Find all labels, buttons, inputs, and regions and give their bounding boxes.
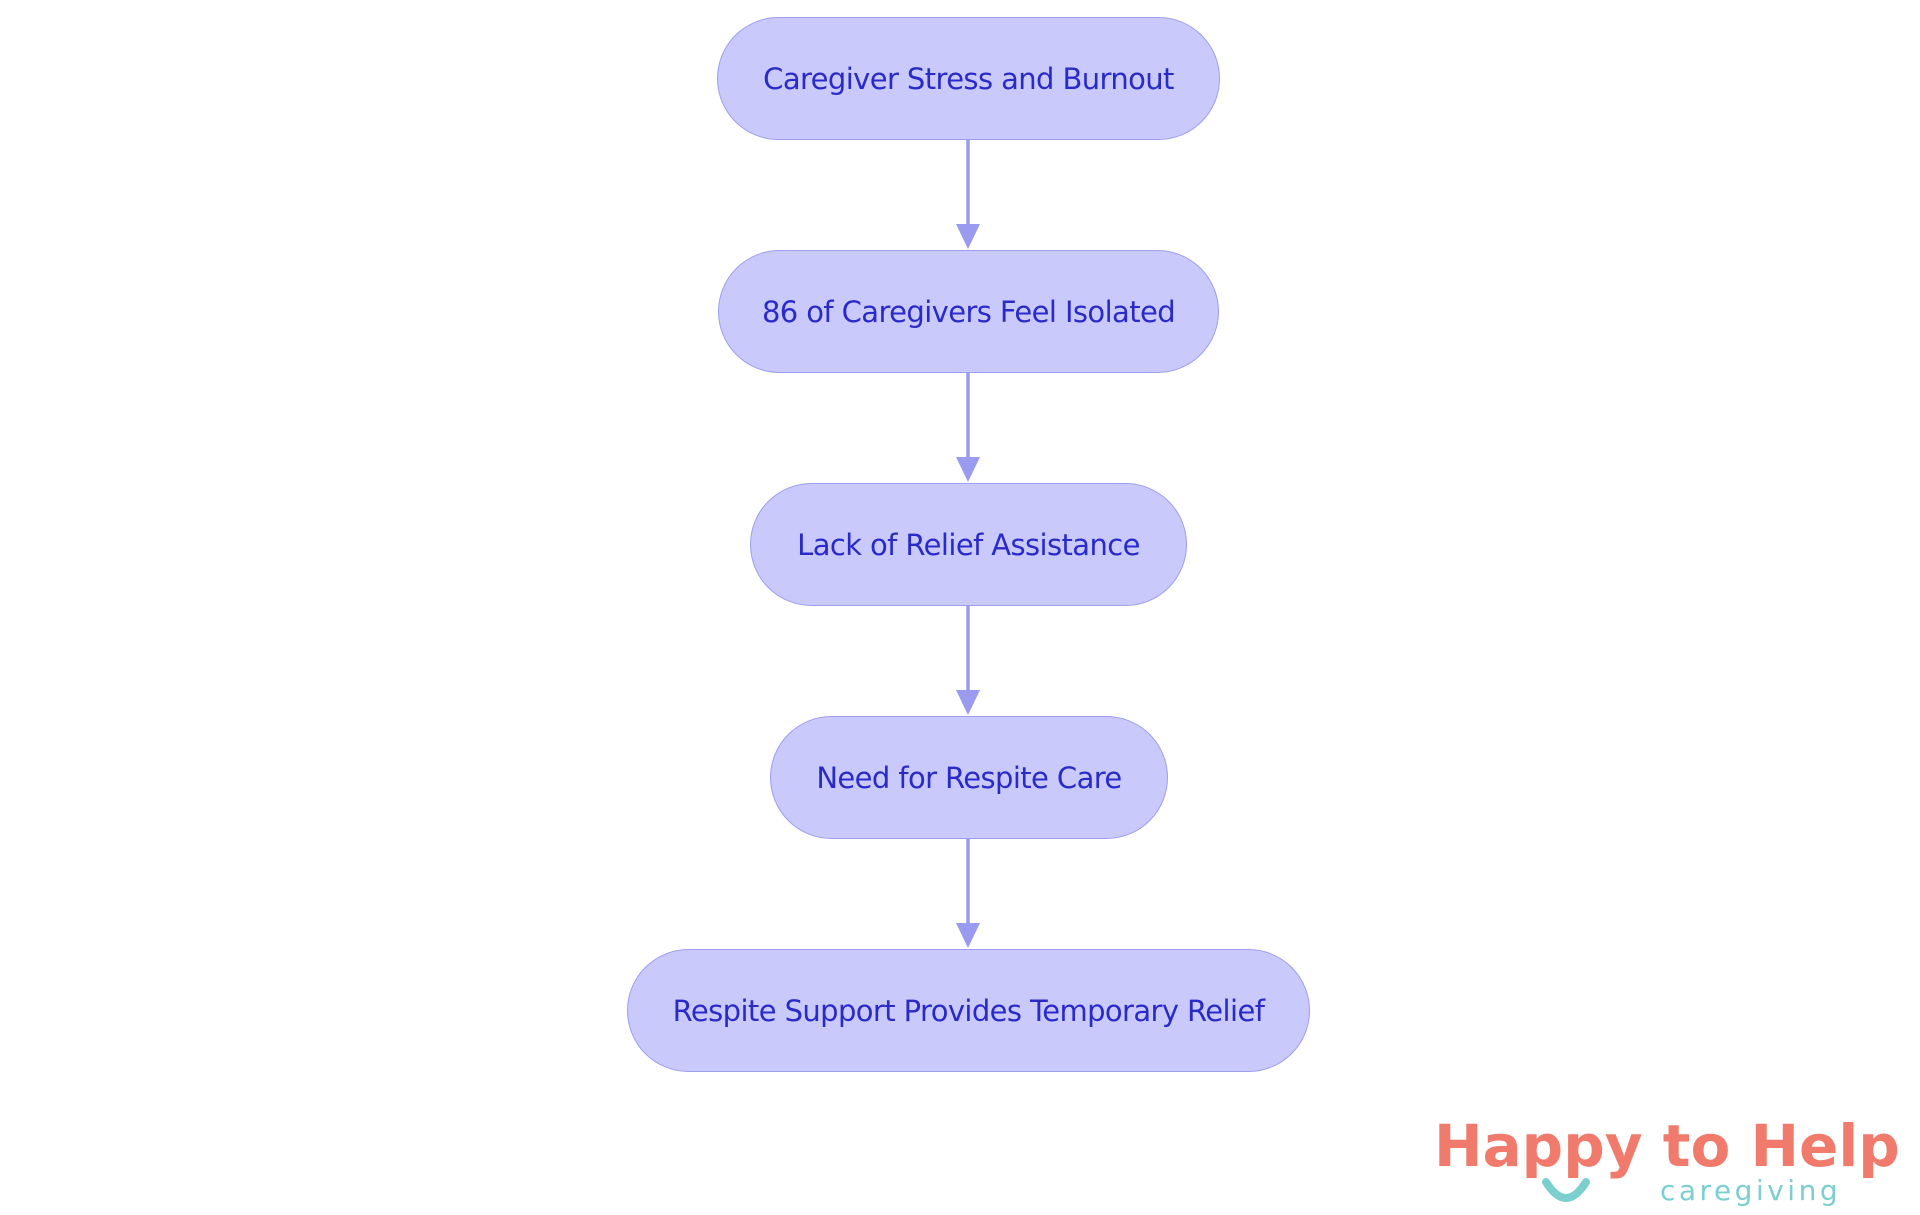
node-need-respite-care: Need for Respite Care — [770, 716, 1168, 839]
node-caregiver-stress: Caregiver Stress and Burnout — [717, 17, 1220, 140]
node-respite-support: Respite Support Provides Temporary Relie… — [627, 949, 1310, 1072]
edge-n4-n5 — [956, 839, 980, 948]
smile-icon — [1542, 1178, 1590, 1202]
logo-wordmark: Happy to Help — [1434, 1112, 1900, 1180]
brand-logo: Happy to Help caregiving — [1430, 1110, 1900, 1210]
edge-n3-n4 — [956, 606, 980, 715]
node-caregivers-isolated: 86 of Caregivers Feel Isolated — [718, 250, 1219, 373]
node-lack-of-relief: Lack of Relief Assistance — [750, 483, 1187, 606]
logo-tagline: caregiving — [1660, 1174, 1842, 1207]
edge-n1-n2 — [956, 140, 980, 249]
edge-n2-n3 — [956, 373, 980, 482]
